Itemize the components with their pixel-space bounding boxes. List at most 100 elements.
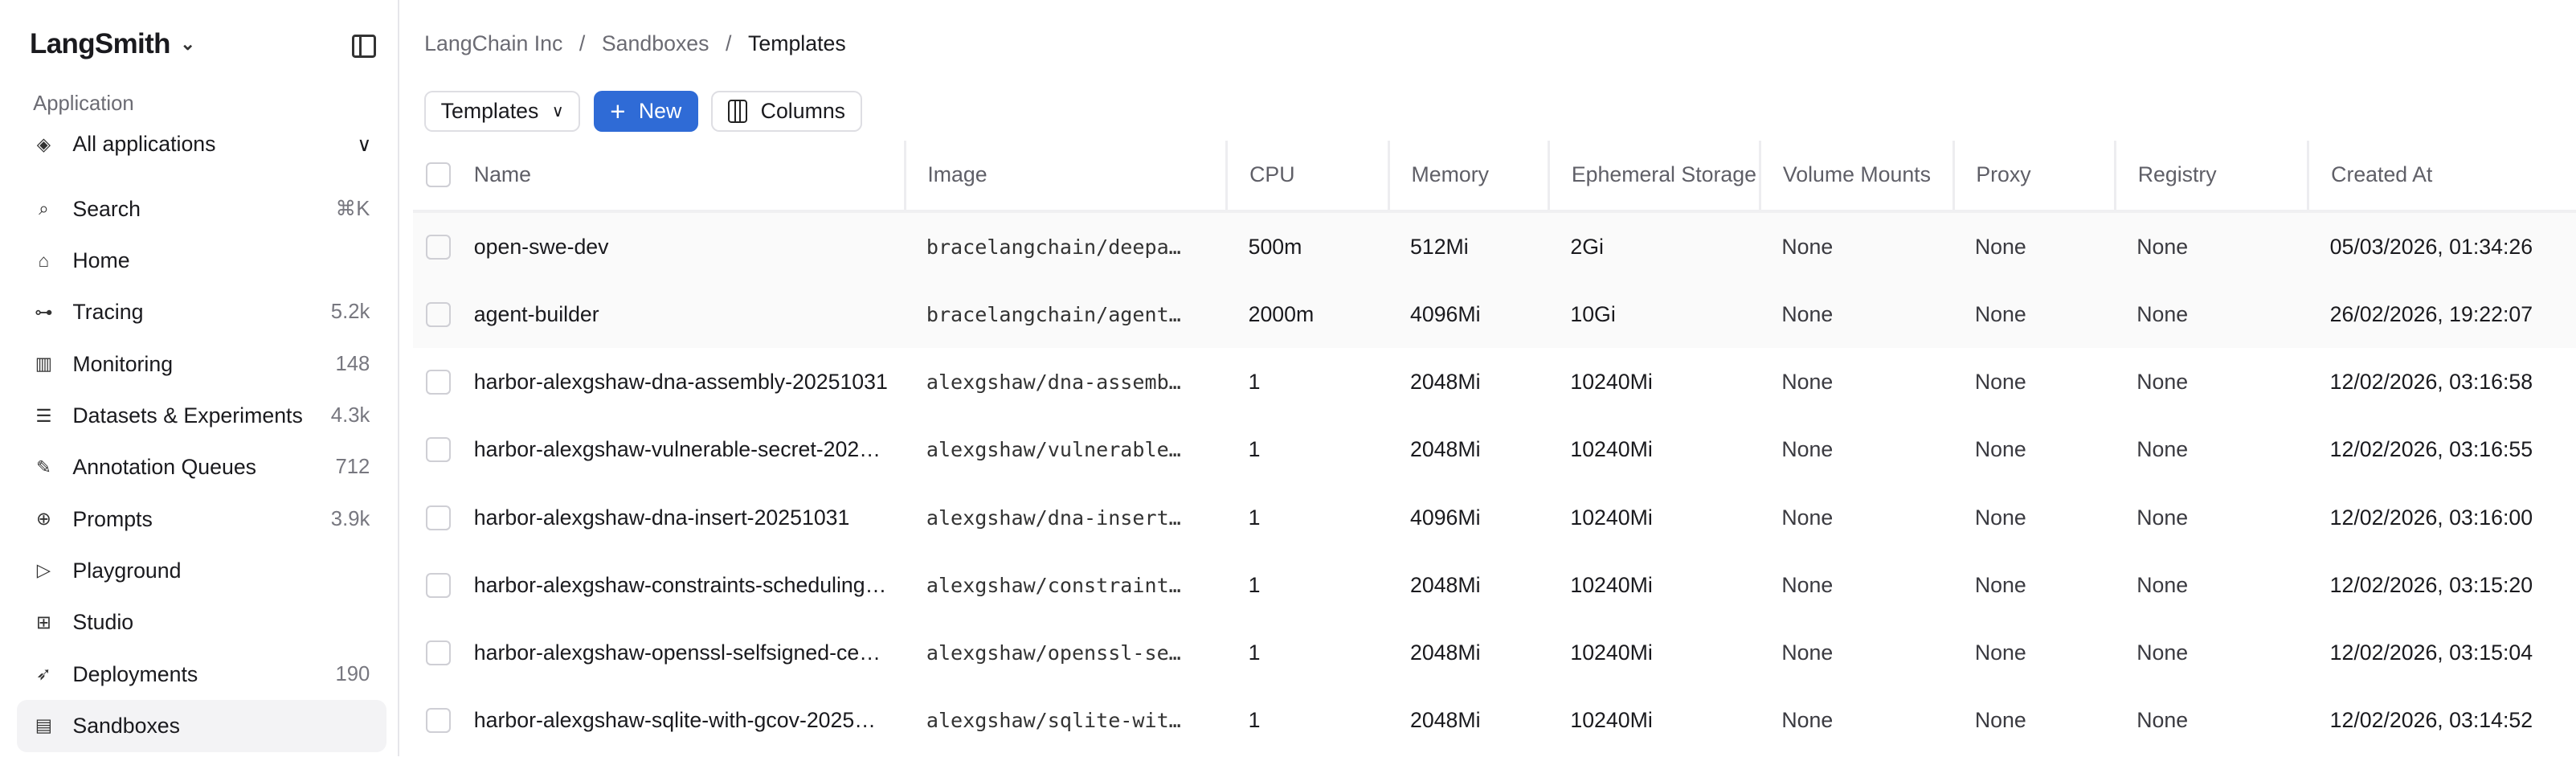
column-header[interactable]: Name [452, 140, 906, 213]
columns-button[interactable]: Columns [711, 91, 862, 133]
cell-proxy: None [1974, 437, 2026, 462]
cell-registry: None [2136, 505, 2189, 530]
breadcrumb-org[interactable]: LangChain Inc [424, 31, 563, 56]
column-header[interactable]: Image [903, 140, 1227, 213]
table-row[interactable]: harbor-alexgshaw-sqlite-with-gcov-2025…a… [413, 687, 2576, 755]
cell-ephemeral-storage: 10Gi [1548, 280, 1760, 349]
sidebar-item-playground[interactable]: ▷Playground [17, 545, 386, 596]
row-checkbox[interactable] [426, 301, 452, 327]
column-header[interactable]: Registry [2114, 140, 2308, 213]
table-row[interactable]: harbor-alexgshaw-vulnerable-secret-202…a… [413, 416, 2576, 484]
application-select[interactable]: ◈ All applications ∨ [33, 132, 372, 157]
workspace-switcher[interactable]: LangSmith ⌄ [30, 28, 195, 60]
cell-ephemeral-storage: 10240Mi [1570, 505, 1653, 530]
row-checkbox[interactable] [426, 437, 452, 463]
chevron-down-icon: ∨ [551, 102, 564, 121]
breadcrumb-separator: / [726, 31, 732, 56]
column-header[interactable]: Memory [1387, 140, 1549, 213]
select-all-checkbox[interactable] [426, 162, 452, 188]
column-header[interactable]: Created At [2307, 140, 2576, 213]
sidebar-item-studio[interactable]: ⊞Studio [17, 597, 386, 649]
message-plus-icon: ⊕ [35, 509, 51, 530]
row-select-cell [413, 619, 452, 686]
table-row[interactable]: harbor-alexgshaw-openssl-selfsigned-ce…a… [413, 619, 2576, 686]
sidebar-item-label: Datasets & Experiments [72, 403, 303, 428]
cell-name: harbor-alexgshaw-dna-insert-20251031 [473, 505, 850, 530]
row-checkbox[interactable] [426, 505, 452, 530]
database-icon: ☰ [35, 405, 52, 426]
application-select-value: All applications [72, 132, 216, 157]
cell-image: alexgshaw/vulnerable… [926, 438, 1181, 462]
cell-proxy: None [1974, 505, 2026, 530]
cell-registry: None [2136, 572, 2189, 597]
cell-memory: 4096Mi [1410, 505, 1481, 530]
table-row[interactable]: harbor-alexgshaw-constraints-scheduling…… [413, 551, 2576, 619]
sidebar-item-count: 3.9k [330, 507, 370, 530]
sidebar-item-label: Annotation Queues [72, 455, 257, 480]
row-select-cell [413, 416, 452, 484]
row-checkbox[interactable] [426, 234, 452, 260]
breadcrumb: LangChain Inc/ Sandboxes/ Templates [424, 31, 846, 56]
row-checkbox[interactable] [426, 572, 452, 598]
row-select-cell [413, 687, 452, 755]
column-header[interactable]: Ephemeral Storage [1548, 140, 1760, 213]
breadcrumb-sandboxes[interactable]: Sandboxes [601, 31, 709, 56]
cell-memory: 2048Mi [1410, 572, 1481, 597]
sidebar-item-search[interactable]: ⌕Search⌘K [17, 183, 386, 235]
cell-memory: 512Mi [1388, 211, 1549, 281]
cell-ephemeral-storage: 10240Mi [1570, 572, 1653, 597]
cell-created-at: 12/02/2026, 03:16:55 [2329, 437, 2533, 462]
column-header[interactable]: Volume Mounts [1759, 140, 1954, 213]
row-checkbox[interactable] [426, 640, 452, 666]
cell-cpu: 1 [1248, 437, 1261, 462]
cell-registry: None [2136, 437, 2189, 462]
server-icon: ▤ [35, 715, 53, 736]
sidebar-item-count: 5.2k [330, 301, 370, 324]
cell-volume-mounts: None [1781, 437, 1834, 462]
cell-registry: None [2115, 211, 2308, 281]
row-select-cell [412, 280, 453, 349]
sidebar-item-label: Deployments [72, 661, 198, 686]
row-checkbox[interactable] [426, 370, 452, 395]
sidebar-item-count: ⌘K [335, 198, 370, 221]
sidebar-item-label: Prompts [72, 506, 153, 531]
sidebar-item-home[interactable]: ⌂Home [17, 235, 386, 286]
cell-created-at: 26/02/2026, 19:22:07 [2308, 280, 2576, 349]
sidebar-item-label: Playground [72, 558, 182, 583]
column-header[interactable]: Proxy [1952, 140, 2116, 213]
cell-registry: None [2136, 640, 2189, 665]
main-content: LangChain Inc/ Sandboxes/ Templates Temp… [399, 0, 2576, 756]
row-checkbox[interactable] [426, 708, 452, 734]
new-button[interactable]: +New [593, 91, 698, 133]
sidebar-item-label: Search [72, 196, 141, 221]
sidebar-item-label: Sandboxes [72, 713, 181, 738]
cell-volume-mounts: None [1760, 280, 1954, 349]
cell-image: alexgshaw/dna-assemb… [926, 370, 1181, 395]
view-select[interactable]: Templates ∨ [424, 91, 581, 133]
row-select-cell [413, 551, 452, 619]
cell-volume-mounts: None [1760, 211, 1954, 281]
sidebar-item-label: Monitoring [72, 351, 174, 376]
sidebar-toggle-icon[interactable] [351, 35, 377, 58]
sidebar-item-sandboxes[interactable]: ▤ Sandboxes [16, 700, 386, 752]
cell-volume-mounts: None [1781, 572, 1834, 597]
row-select-cell [412, 211, 453, 281]
view-select-value: Templates [440, 99, 539, 124]
cell-cpu: 500m [1226, 211, 1389, 281]
cell-registry: None [2136, 708, 2189, 733]
column-header[interactable]: CPU [1225, 140, 1389, 213]
sidebar-item-count: 712 [335, 456, 370, 479]
cell-volume-mounts: None [1781, 708, 1834, 733]
cell-memory: 2048Mi [1410, 370, 1481, 395]
sidebar-item-prompts[interactable]: ⊕ Prompts 3.9k [17, 493, 386, 545]
